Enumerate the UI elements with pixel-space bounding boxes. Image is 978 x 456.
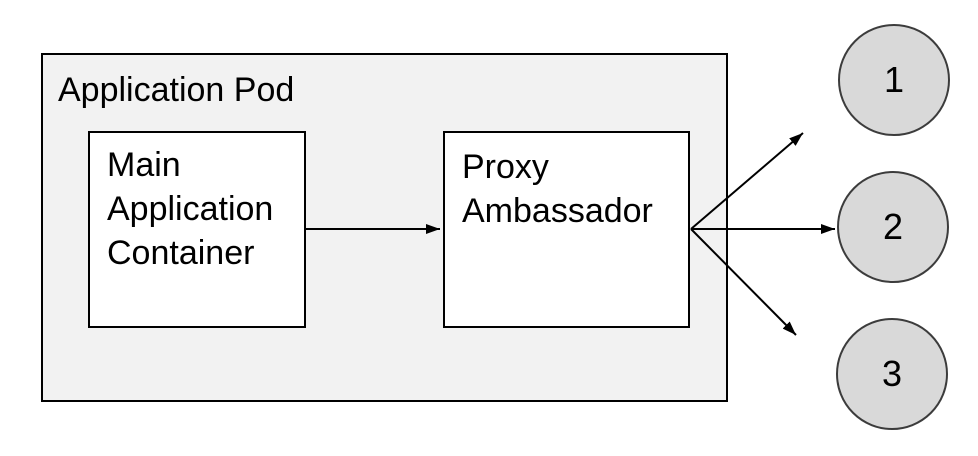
endpoint-circle-3: 3 [836, 318, 948, 430]
node-proxy-ambassador: Proxy Ambassador [443, 131, 690, 328]
endpoint-circle-2-label: 2 [882, 206, 904, 247]
application-pod-label: Application Pod [58, 71, 295, 109]
node-main-application-container: Main Application Container [88, 131, 306, 328]
endpoint-circle-1-label: 1 [883, 59, 905, 100]
node-proxy-ambassador-label: Proxy Ambassador [462, 148, 653, 231]
endpoint-circle-3-label: 3 [881, 353, 903, 394]
endpoint-circle-1: 1 [838, 24, 950, 136]
node-main-application-container-label: Main Application Container [107, 146, 274, 273]
endpoint-circle-2: 2 [837, 171, 949, 283]
